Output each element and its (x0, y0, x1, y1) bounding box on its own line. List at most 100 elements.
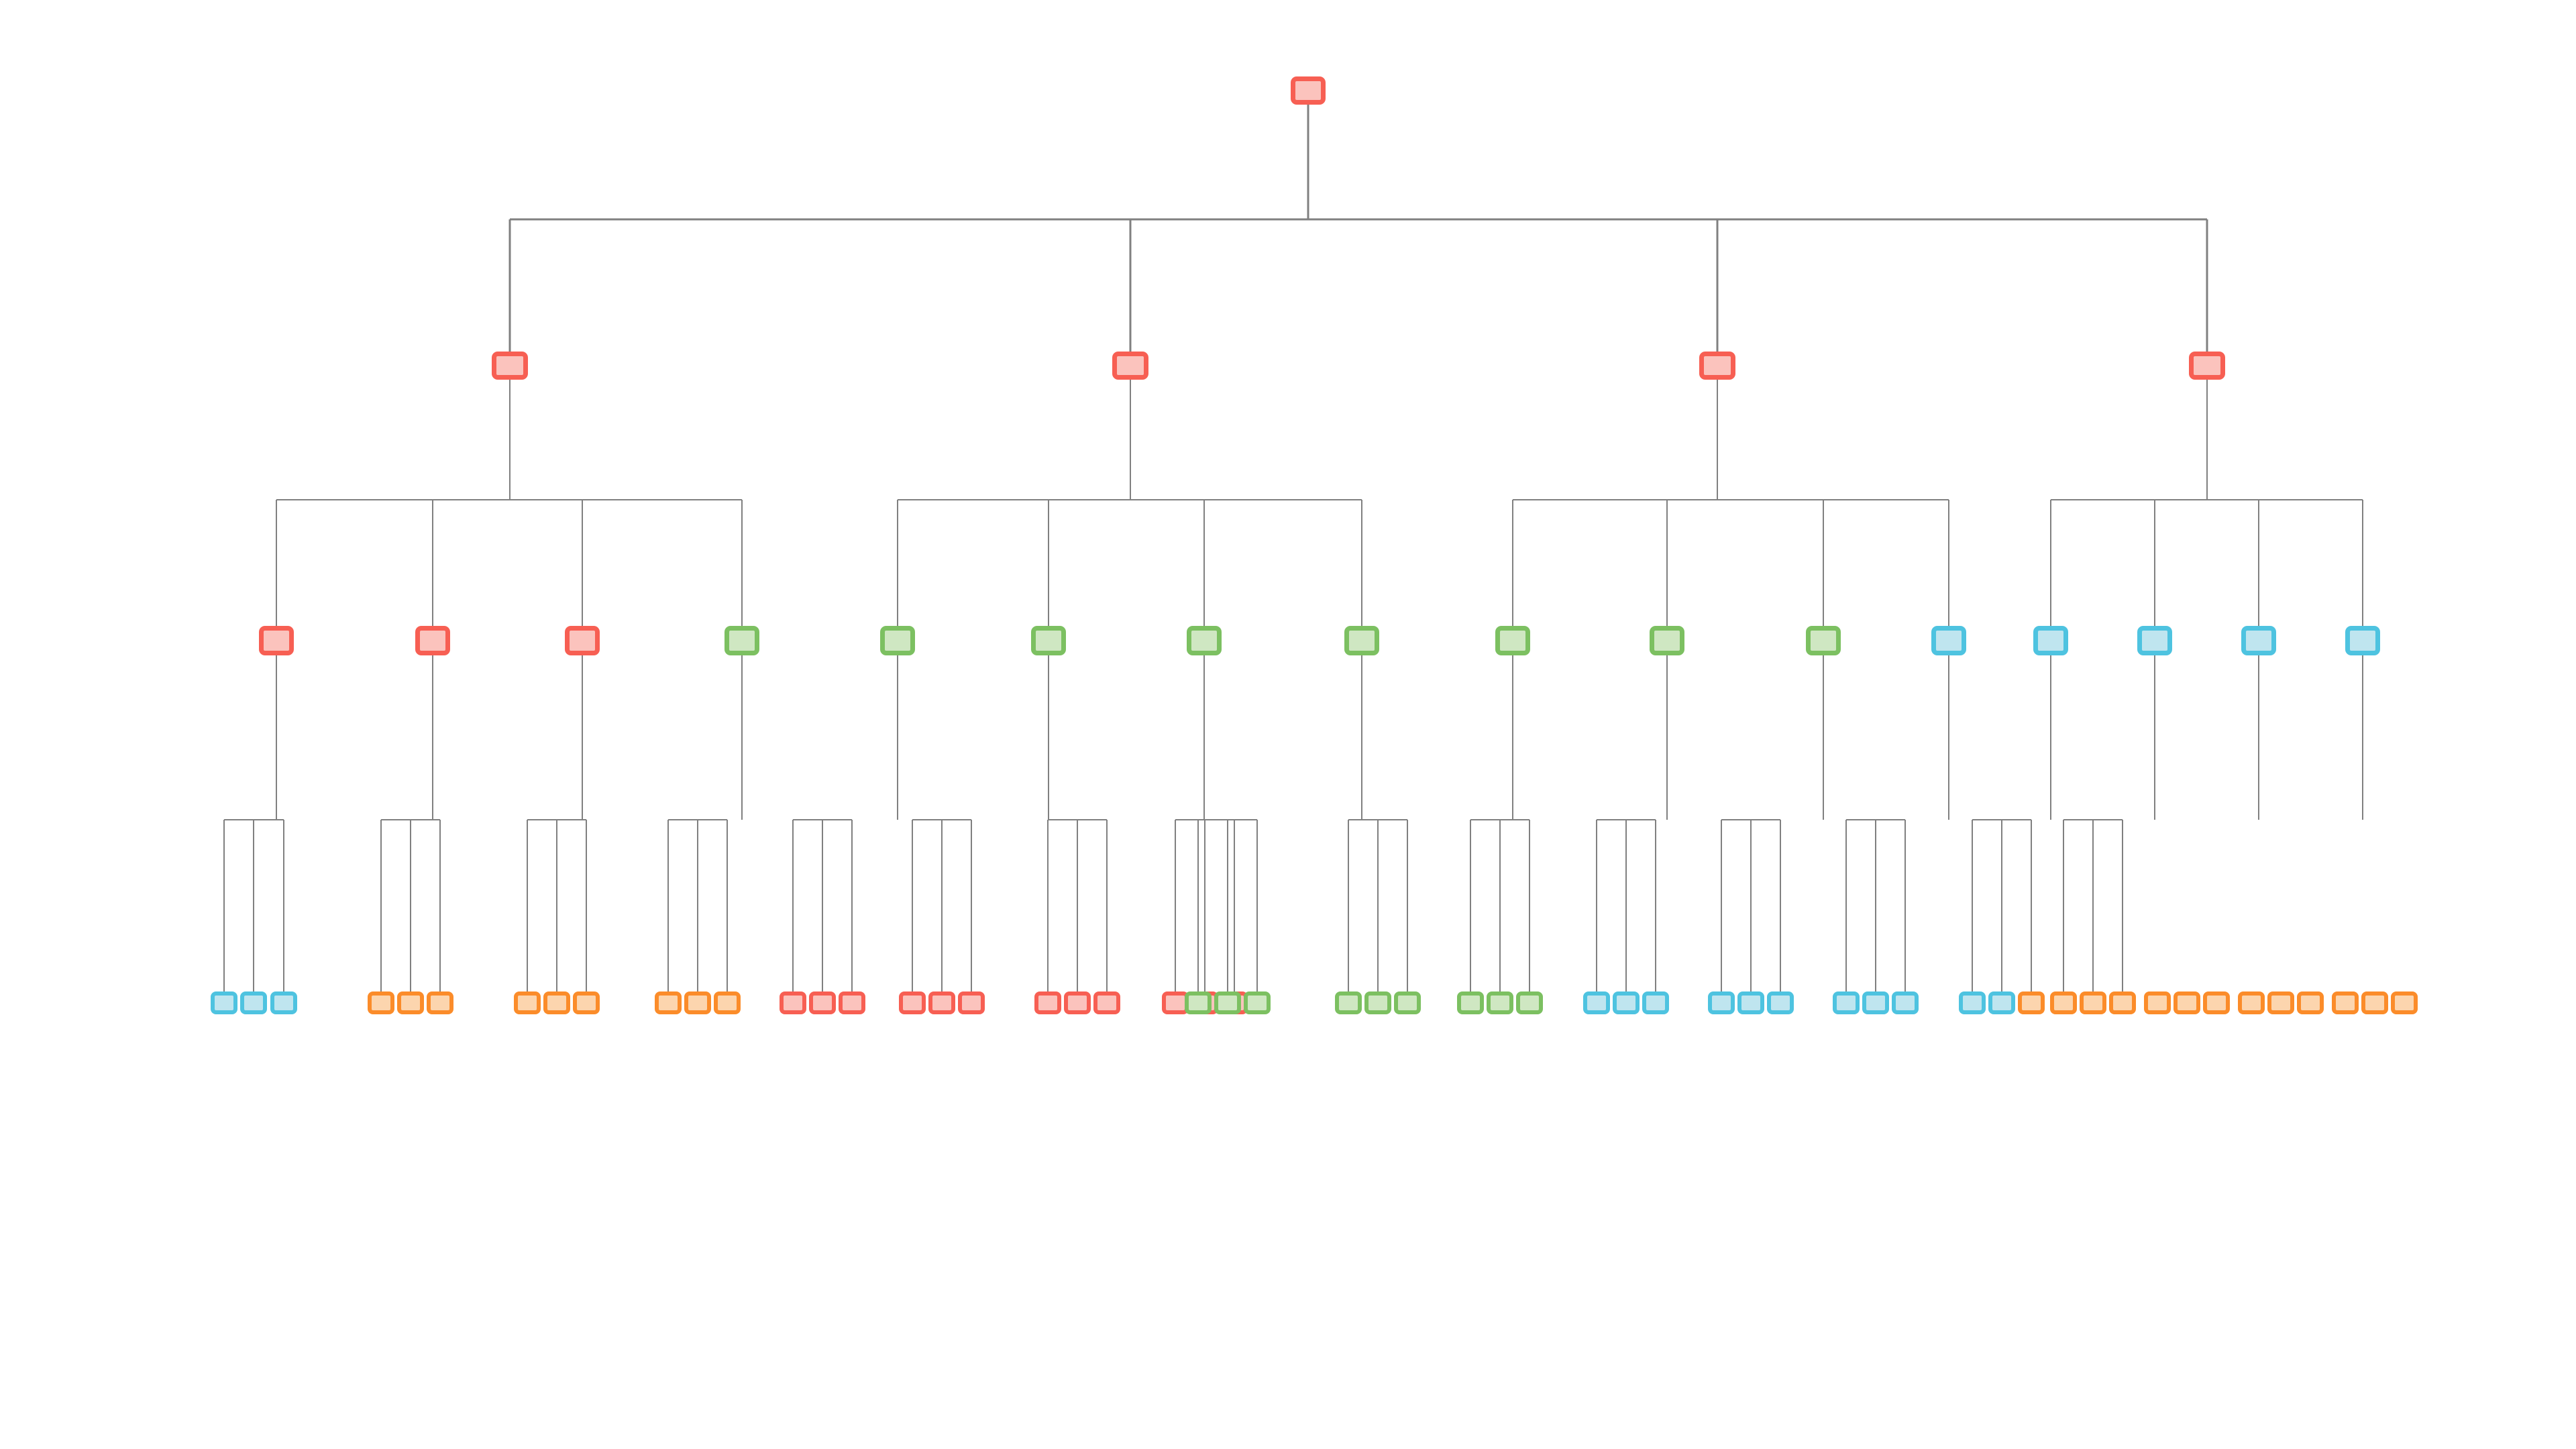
tree-node-leaf-15[interactable] (899, 991, 926, 1014)
tree-node-fill (2022, 996, 2041, 1010)
tree-node-leaf-16[interactable] (928, 991, 955, 1014)
tree-node-fill (1218, 996, 1237, 1010)
tree-node-leaf-39[interactable] (1833, 991, 1860, 1014)
tree-node-fill (903, 996, 922, 1010)
tree-node-fill (2395, 996, 2414, 1010)
tree-node-fill (1936, 631, 1962, 651)
tree-node-leaf-4[interactable] (397, 991, 424, 1014)
tree-node-l2-3[interactable] (724, 626, 759, 655)
tree-node-leaf-42[interactable] (1959, 991, 1986, 1014)
tree-node-leaf-2[interactable] (270, 991, 297, 1014)
tree-node-fill (1500, 631, 1525, 651)
tree-node-fill (1712, 996, 1731, 1010)
tree-node-leaf-48[interactable] (2144, 991, 2171, 1014)
tree-node-fill (2242, 996, 2261, 1010)
tree-node-fill (274, 996, 293, 1010)
tree-node-fill (688, 996, 707, 1010)
tree-node-fill (1646, 996, 1665, 1010)
tree-node-fill (1295, 81, 1321, 100)
tree-node-leaf-13[interactable] (809, 991, 836, 1014)
tree-node-root-0[interactable] (1291, 76, 1326, 105)
tree-node-leaf-20[interactable] (1093, 991, 1120, 1014)
tree-node-leaf-18[interactable] (1034, 991, 1061, 1014)
tree-node-leaf-52[interactable] (2267, 991, 2294, 1014)
tree-node-fill (1191, 631, 1217, 651)
tree-node-leaf-43[interactable] (1988, 991, 2015, 1014)
tree-node-leaf-30[interactable] (1457, 991, 1484, 1014)
tree-node-leaf-10[interactable] (684, 991, 711, 1014)
tree-node-l2-10[interactable] (1806, 626, 1841, 655)
tree-node-leaf-9[interactable] (655, 991, 682, 1014)
tree-node-leaf-6[interactable] (514, 991, 541, 1014)
tree-node-leaf-7[interactable] (543, 991, 570, 1014)
tree-node-leaf-32[interactable] (1516, 991, 1543, 1014)
tree-node-l1-3[interactable] (2189, 352, 2225, 380)
tree-node-leaf-31[interactable] (1487, 991, 1513, 1014)
tree-node-leaf-45[interactable] (2050, 991, 2077, 1014)
tree-node-leaf-50[interactable] (2203, 991, 2230, 1014)
tree-node-leaf-28[interactable] (1364, 991, 1391, 1014)
tree-node-l1-1[interactable] (1112, 352, 1148, 380)
tree-node-leaf-11[interactable] (714, 991, 741, 1014)
tree-node-l2-12[interactable] (2033, 626, 2068, 655)
tree-node-leaf-8[interactable] (573, 991, 600, 1014)
tree-node-l2-2[interactable] (565, 626, 600, 655)
tree-node-l2-7[interactable] (1344, 626, 1379, 655)
tree-node-leaf-49[interactable] (2174, 991, 2200, 1014)
tree-node-fill (496, 356, 523, 375)
tree-node-leaf-56[interactable] (2391, 991, 2418, 1014)
tree-node-fill (1520, 996, 1539, 1010)
tree-node-leaf-1[interactable] (240, 991, 267, 1014)
tree-node-leaf-41[interactable] (1892, 991, 1919, 1014)
tree-node-leaf-47[interactable] (2109, 991, 2136, 1014)
tree-node-l2-6[interactable] (1187, 626, 1222, 655)
tree-node-l2-15[interactable] (2345, 626, 2380, 655)
tree-node-l1-0[interactable] (492, 352, 528, 380)
tree-node-l2-0[interactable] (259, 626, 294, 655)
tree-node-fill (1587, 996, 1606, 1010)
tree-node-leaf-12[interactable] (780, 991, 806, 1014)
tree-node-fill (1654, 631, 1680, 651)
tree-node-leaf-44[interactable] (2018, 991, 2045, 1014)
tree-node-leaf-29[interactable] (1394, 991, 1421, 1014)
tree-node-leaf-53[interactable] (2297, 991, 2324, 1014)
tree-node-leaf-25[interactable] (1214, 991, 1241, 1014)
tree-node-leaf-33[interactable] (1583, 991, 1610, 1014)
tree-node-leaf-54[interactable] (2332, 991, 2359, 1014)
tree-node-l2-14[interactable] (2241, 626, 2276, 655)
tree-node-leaf-40[interactable] (1862, 991, 1889, 1014)
tree-node-leaf-51[interactable] (2238, 991, 2265, 1014)
tree-node-leaf-24[interactable] (1185, 991, 1212, 1014)
tree-node-leaf-37[interactable] (1737, 991, 1764, 1014)
tree-node-leaf-27[interactable] (1335, 991, 1362, 1014)
tree-node-leaf-3[interactable] (368, 991, 394, 1014)
tree-node-l2-11[interactable] (1931, 626, 1966, 655)
tree-node-fill (1038, 996, 1057, 1010)
tree-node-l1-2[interactable] (1699, 352, 1735, 380)
tree-node-l2-1[interactable] (415, 626, 450, 655)
tree-node-fill (1866, 996, 1885, 1010)
tree-node-leaf-17[interactable] (958, 991, 985, 1014)
tree-node-leaf-38[interactable] (1767, 991, 1794, 1014)
tree-node-leaf-34[interactable] (1613, 991, 1640, 1014)
tree-node-leaf-21[interactable] (1162, 991, 1189, 1014)
tree-node-leaf-0[interactable] (211, 991, 237, 1014)
tree-node-leaf-26[interactable] (1244, 991, 1271, 1014)
tree-node-fill (885, 631, 910, 651)
tree-node-fill (784, 996, 802, 1010)
tree-node-l2-13[interactable] (2137, 626, 2172, 655)
tree-node-l2-5[interactable] (1031, 626, 1066, 655)
tree-node-l2-8[interactable] (1495, 626, 1530, 655)
tree-node-l2-4[interactable] (880, 626, 915, 655)
tree-node-fill (547, 996, 566, 1010)
tree-node-leaf-46[interactable] (2080, 991, 2106, 1014)
tree-node-leaf-36[interactable] (1708, 991, 1735, 1014)
tree-node-leaf-5[interactable] (427, 991, 453, 1014)
tree-node-leaf-19[interactable] (1064, 991, 1091, 1014)
tree-node-leaf-35[interactable] (1642, 991, 1669, 1014)
tree-node-fill (2194, 356, 2220, 375)
tree-node-leaf-55[interactable] (2361, 991, 2388, 1014)
tree-node-leaf-14[interactable] (839, 991, 865, 1014)
tree-node-l2-9[interactable] (1650, 626, 1684, 655)
tree-node-fill (244, 996, 263, 1010)
